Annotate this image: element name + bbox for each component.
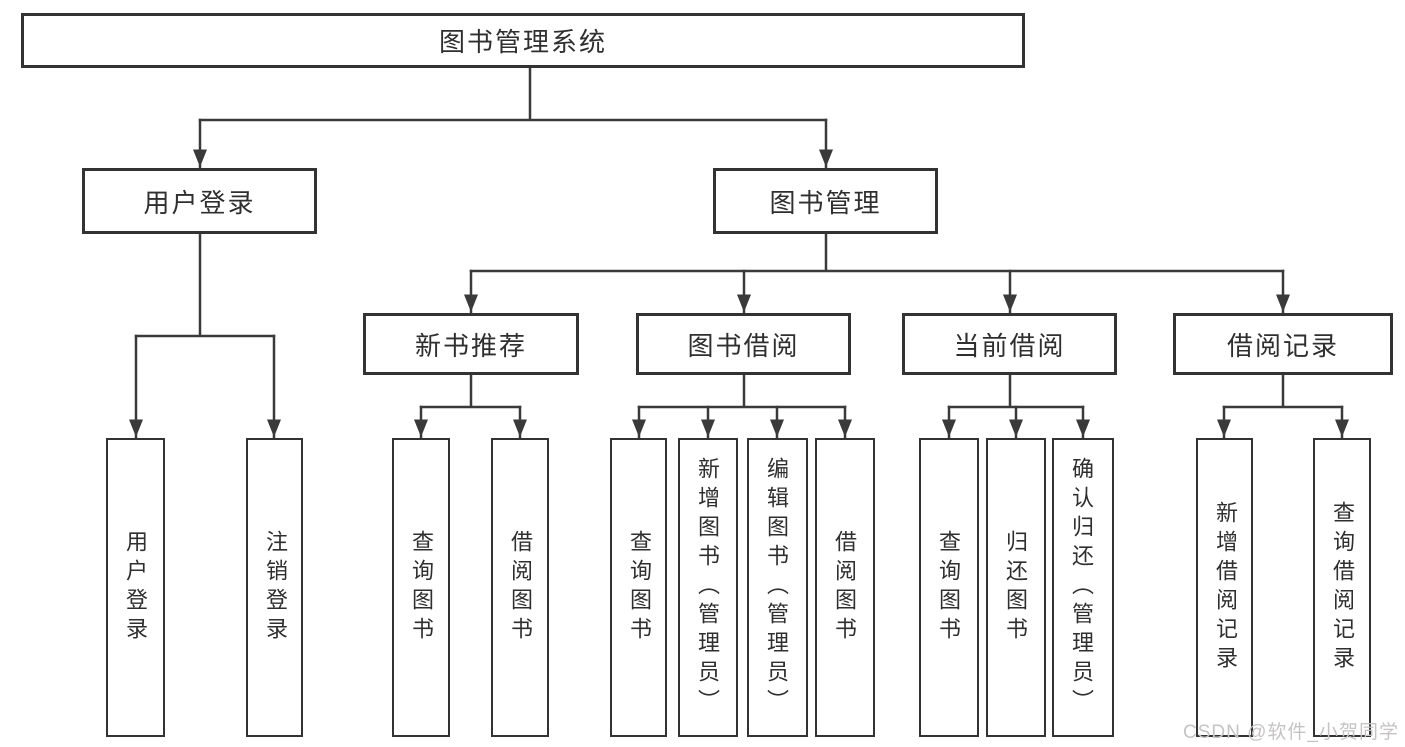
node-new-book-recommend: 新书推荐 [363, 313, 579, 375]
user-login-branch-line [134, 232, 276, 338]
node-current-borrow: 当前借阅 [902, 313, 1117, 375]
leaf-add-borrow-record: 新增借阅记录 [1196, 438, 1253, 737]
leaf-query-books-recommend: 查询图书 [392, 438, 450, 737]
leaf-query-books-borrow: 查询图书 [610, 438, 667, 737]
leaf-borrow-books-recommend: 借阅图书 [491, 438, 549, 737]
leaf-add-books-admin: 新增图书（管理员） [678, 438, 738, 737]
new-book-branch-line [419, 373, 522, 409]
leaf-user-login: 用户登录 [106, 438, 165, 737]
node-library-system: 图书管理系统 [21, 13, 1025, 68]
current-borrow-branch-line [947, 373, 1085, 409]
leaf-confirm-return-admin: 确认归还（管理员） [1052, 438, 1114, 737]
leaf-query-books-current: 查询图书 [919, 438, 979, 737]
watermark-text: CSDN @软件_小贺同学 [1183, 722, 1399, 743]
node-borrow-records: 借阅记录 [1173, 313, 1393, 375]
borrow-records-branch-line [1222, 373, 1344, 409]
book-management-branch-line [469, 232, 1285, 273]
leaf-logout: 注销登录 [246, 438, 303, 737]
leaf-edit-books-admin: 编辑图书（管理员） [747, 438, 808, 737]
node-book-borrow: 图书借阅 [636, 313, 851, 375]
leaf-query-borrow-record: 查询借阅记录 [1313, 438, 1371, 737]
book-borrow-branch-line [637, 373, 847, 409]
leaf-return-books: 归还图书 [986, 438, 1046, 737]
node-user-login: 用户登录 [82, 168, 317, 234]
node-book-management: 图书管理 [713, 168, 938, 234]
leaf-borrow-books: 借阅图书 [815, 438, 875, 737]
root-branch-line [198, 66, 828, 122]
